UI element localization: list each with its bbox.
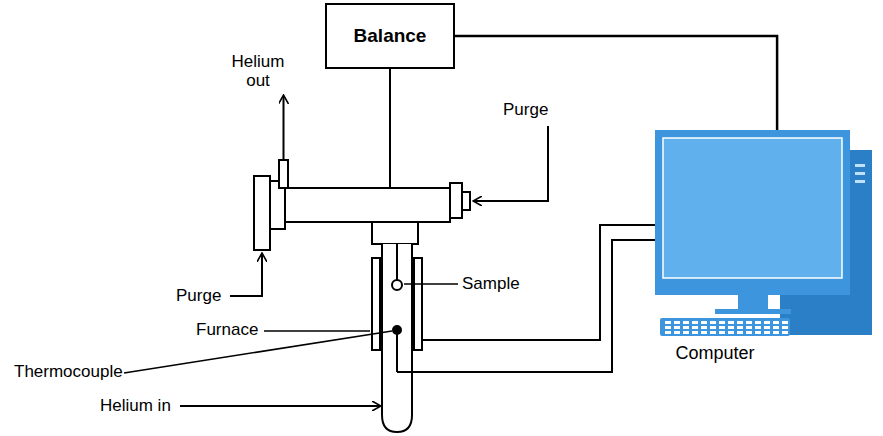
- monitor-screen: [663, 138, 842, 278]
- tower-slot: [855, 164, 865, 167]
- key: [674, 331, 680, 334]
- part-label: Sample: [462, 274, 520, 293]
- key: [665, 321, 671, 324]
- balance-rod: [389, 69, 391, 188]
- key: [764, 326, 770, 329]
- box-label: Balance: [354, 25, 427, 47]
- key: [728, 321, 734, 324]
- left-cap: [254, 176, 270, 250]
- key: [746, 326, 752, 329]
- key: [746, 321, 752, 324]
- computer-label: Computer: [640, 343, 790, 364]
- helium-in-arrow: [180, 405, 380, 407]
- arrows: [180, 96, 548, 406]
- key: [773, 326, 779, 329]
- key: [764, 331, 770, 334]
- key: [719, 326, 725, 329]
- key: [665, 331, 671, 334]
- tower-slot: [855, 180, 865, 183]
- key: [719, 331, 725, 334]
- key: [728, 331, 734, 334]
- part-label: Thermocouple: [14, 362, 123, 381]
- computer-node: Computer: [650, 130, 875, 370]
- key: [692, 321, 698, 324]
- thermocouple-wire: [397, 240, 656, 372]
- furnace-wall: [372, 258, 380, 350]
- key: [782, 331, 788, 334]
- key: [755, 321, 761, 324]
- key: [755, 326, 761, 329]
- key: [755, 331, 761, 334]
- key: [737, 326, 743, 329]
- leader-line: [264, 330, 370, 332]
- key: [710, 331, 716, 334]
- connector-block: [372, 222, 418, 244]
- part-label: Furnace: [196, 320, 258, 339]
- monitor-base: [715, 309, 791, 314]
- key: [701, 331, 707, 334]
- key: [764, 321, 770, 324]
- thermocouple-rod: [396, 330, 398, 372]
- key: [674, 321, 680, 324]
- part-label: Purge: [176, 286, 221, 305]
- sample-pan: [392, 280, 402, 290]
- key: [710, 321, 716, 324]
- leader-line: [404, 283, 458, 285]
- part-label: Helium out: [226, 52, 290, 90]
- key: [692, 331, 698, 334]
- monitor-frame: [655, 130, 850, 295]
- right-flange: [450, 183, 462, 218]
- purge-arrow: [474, 126, 548, 201]
- key: [782, 321, 788, 324]
- key: [710, 326, 716, 329]
- sample-wire: [396, 244, 398, 280]
- purge-arrow: [230, 254, 262, 296]
- part-label: Purge: [503, 100, 548, 119]
- key: [719, 321, 725, 324]
- keyboard: [660, 318, 790, 336]
- key: [782, 326, 788, 329]
- key: [701, 326, 707, 329]
- horizontal-tube: [285, 188, 450, 222]
- furnace-assembly: [372, 244, 422, 432]
- key: [737, 321, 743, 324]
- key: [737, 331, 743, 334]
- key: [773, 331, 779, 334]
- right-port: [462, 192, 470, 210]
- outlet-pipe: [279, 160, 288, 188]
- process-box: Balance: [325, 3, 455, 69]
- key: [692, 326, 698, 329]
- key: [728, 326, 734, 329]
- key: [746, 331, 752, 334]
- part-label: Helium in: [100, 396, 171, 415]
- key: [773, 321, 779, 324]
- tower-slot: [855, 172, 865, 175]
- furnace-wall: [414, 258, 422, 350]
- key: [683, 331, 689, 334]
- sample-tube: [382, 244, 412, 432]
- key: [683, 326, 689, 329]
- balance-housing: [254, 69, 470, 250]
- key: [683, 321, 689, 324]
- helium-out-arrow: [283, 96, 285, 160]
- computer-icon: [650, 130, 875, 370]
- furnace-wire: [422, 225, 656, 340]
- monitor-stand: [738, 295, 768, 309]
- signal-wire: [455, 36, 777, 130]
- leader-lines: [124, 284, 458, 373]
- key: [665, 326, 671, 329]
- key: [701, 321, 707, 324]
- wires: [397, 225, 656, 372]
- key: [674, 326, 680, 329]
